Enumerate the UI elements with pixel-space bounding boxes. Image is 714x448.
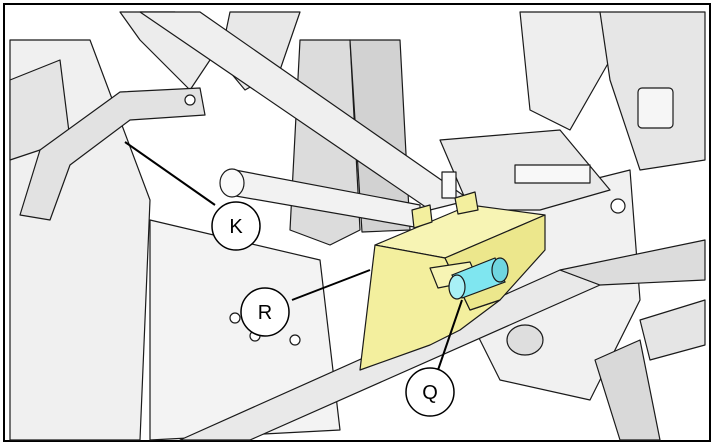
electrical-connector: [637, 87, 674, 129]
frame-tube-right: [519, 11, 611, 131]
hose-coupler: [639, 299, 706, 361]
lower-rail-end: [559, 239, 706, 286]
handle-bolt: [184, 94, 196, 106]
connector-q: [448, 257, 509, 300]
leader-line-r: [291, 269, 371, 301]
leader-line-q: [437, 299, 463, 371]
bracket-tab-right: [454, 191, 479, 215]
plate-bolt-1: [229, 312, 241, 324]
bracket-tab-left: [411, 204, 433, 229]
callout-q: Q: [405, 367, 455, 417]
callout-circle-q: [405, 367, 455, 417]
callout-label-q: Q: [422, 382, 438, 404]
callout-circle-r: [240, 287, 290, 337]
callout-label-k: K: [229, 216, 243, 238]
lower-bracket-plate: [149, 219, 341, 441]
callout-k: K: [211, 201, 261, 251]
connector-far-end: [491, 257, 509, 283]
frame-plate-hole: [506, 324, 544, 356]
hose-lower-right: [594, 339, 661, 441]
callout-label-r: R: [258, 302, 272, 324]
fuse-post: [441, 171, 457, 199]
connector-end: [448, 274, 466, 300]
frame-structure: [9, 11, 706, 441]
callout-r: R: [240, 287, 290, 337]
frame-plate-bolt: [610, 198, 626, 214]
plate-bolt-3: [289, 334, 301, 346]
relay-block: [514, 164, 591, 184]
cross-tube-end: [219, 168, 245, 198]
callout-circle-k: [211, 201, 261, 251]
leader-lines: [124, 141, 463, 371]
leader-line-k: [124, 141, 216, 206]
